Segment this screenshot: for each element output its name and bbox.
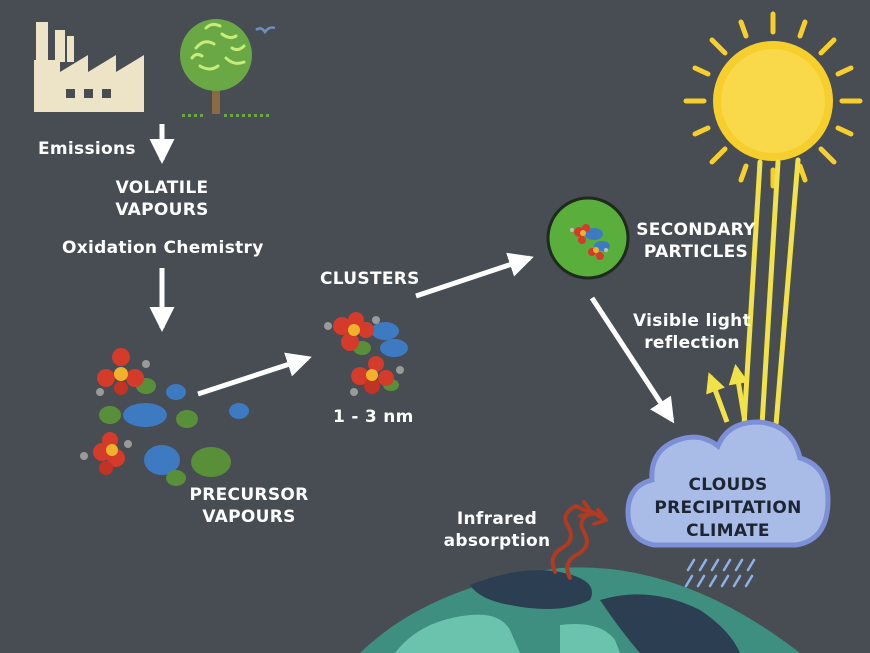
arrow-clusters-to-particles xyxy=(415,252,534,299)
molecule-icon xyxy=(96,348,150,396)
molecule-icon xyxy=(80,432,132,475)
earth-icon xyxy=(360,567,800,653)
infrared-absorption-label: Infrared absorption xyxy=(443,509,551,551)
flow-arrows xyxy=(149,124,675,424)
oxidation-chemistry-label: Oxidation Chemistry xyxy=(62,238,264,258)
clusters-label: CLUSTERS xyxy=(320,269,420,289)
arrow-precursor-to-clusters xyxy=(197,352,312,397)
reflection-arrows xyxy=(706,364,749,423)
tree-icon xyxy=(180,19,269,117)
arrow-particles-to-cloud xyxy=(589,296,675,424)
cluster-size-label: 1 - 3 nm xyxy=(333,407,414,427)
emissions-label: Emissions xyxy=(38,139,136,159)
precursor-vapour-blobs xyxy=(99,378,249,486)
visible-light-label: Visible light reflection xyxy=(632,311,752,353)
sun-icon xyxy=(683,11,863,189)
cloud-label: CLOUDS PRECIPITATION CLIMATE xyxy=(654,475,802,541)
volatile-vapours-label: VOLATILE VAPOURS xyxy=(115,178,209,220)
secondary-particles-label: SECONDARY PARTICLES xyxy=(636,220,756,262)
precursor-vapours-label: PRECURSOR VAPOURS xyxy=(189,485,309,527)
secondary-particle xyxy=(546,196,630,280)
cloud-icon xyxy=(625,419,831,588)
factory-icon xyxy=(34,22,144,112)
infrared-radiation xyxy=(550,500,608,580)
bird-icon xyxy=(255,26,276,35)
cluster-molecules xyxy=(324,312,408,396)
sunlight-rays xyxy=(741,157,801,428)
